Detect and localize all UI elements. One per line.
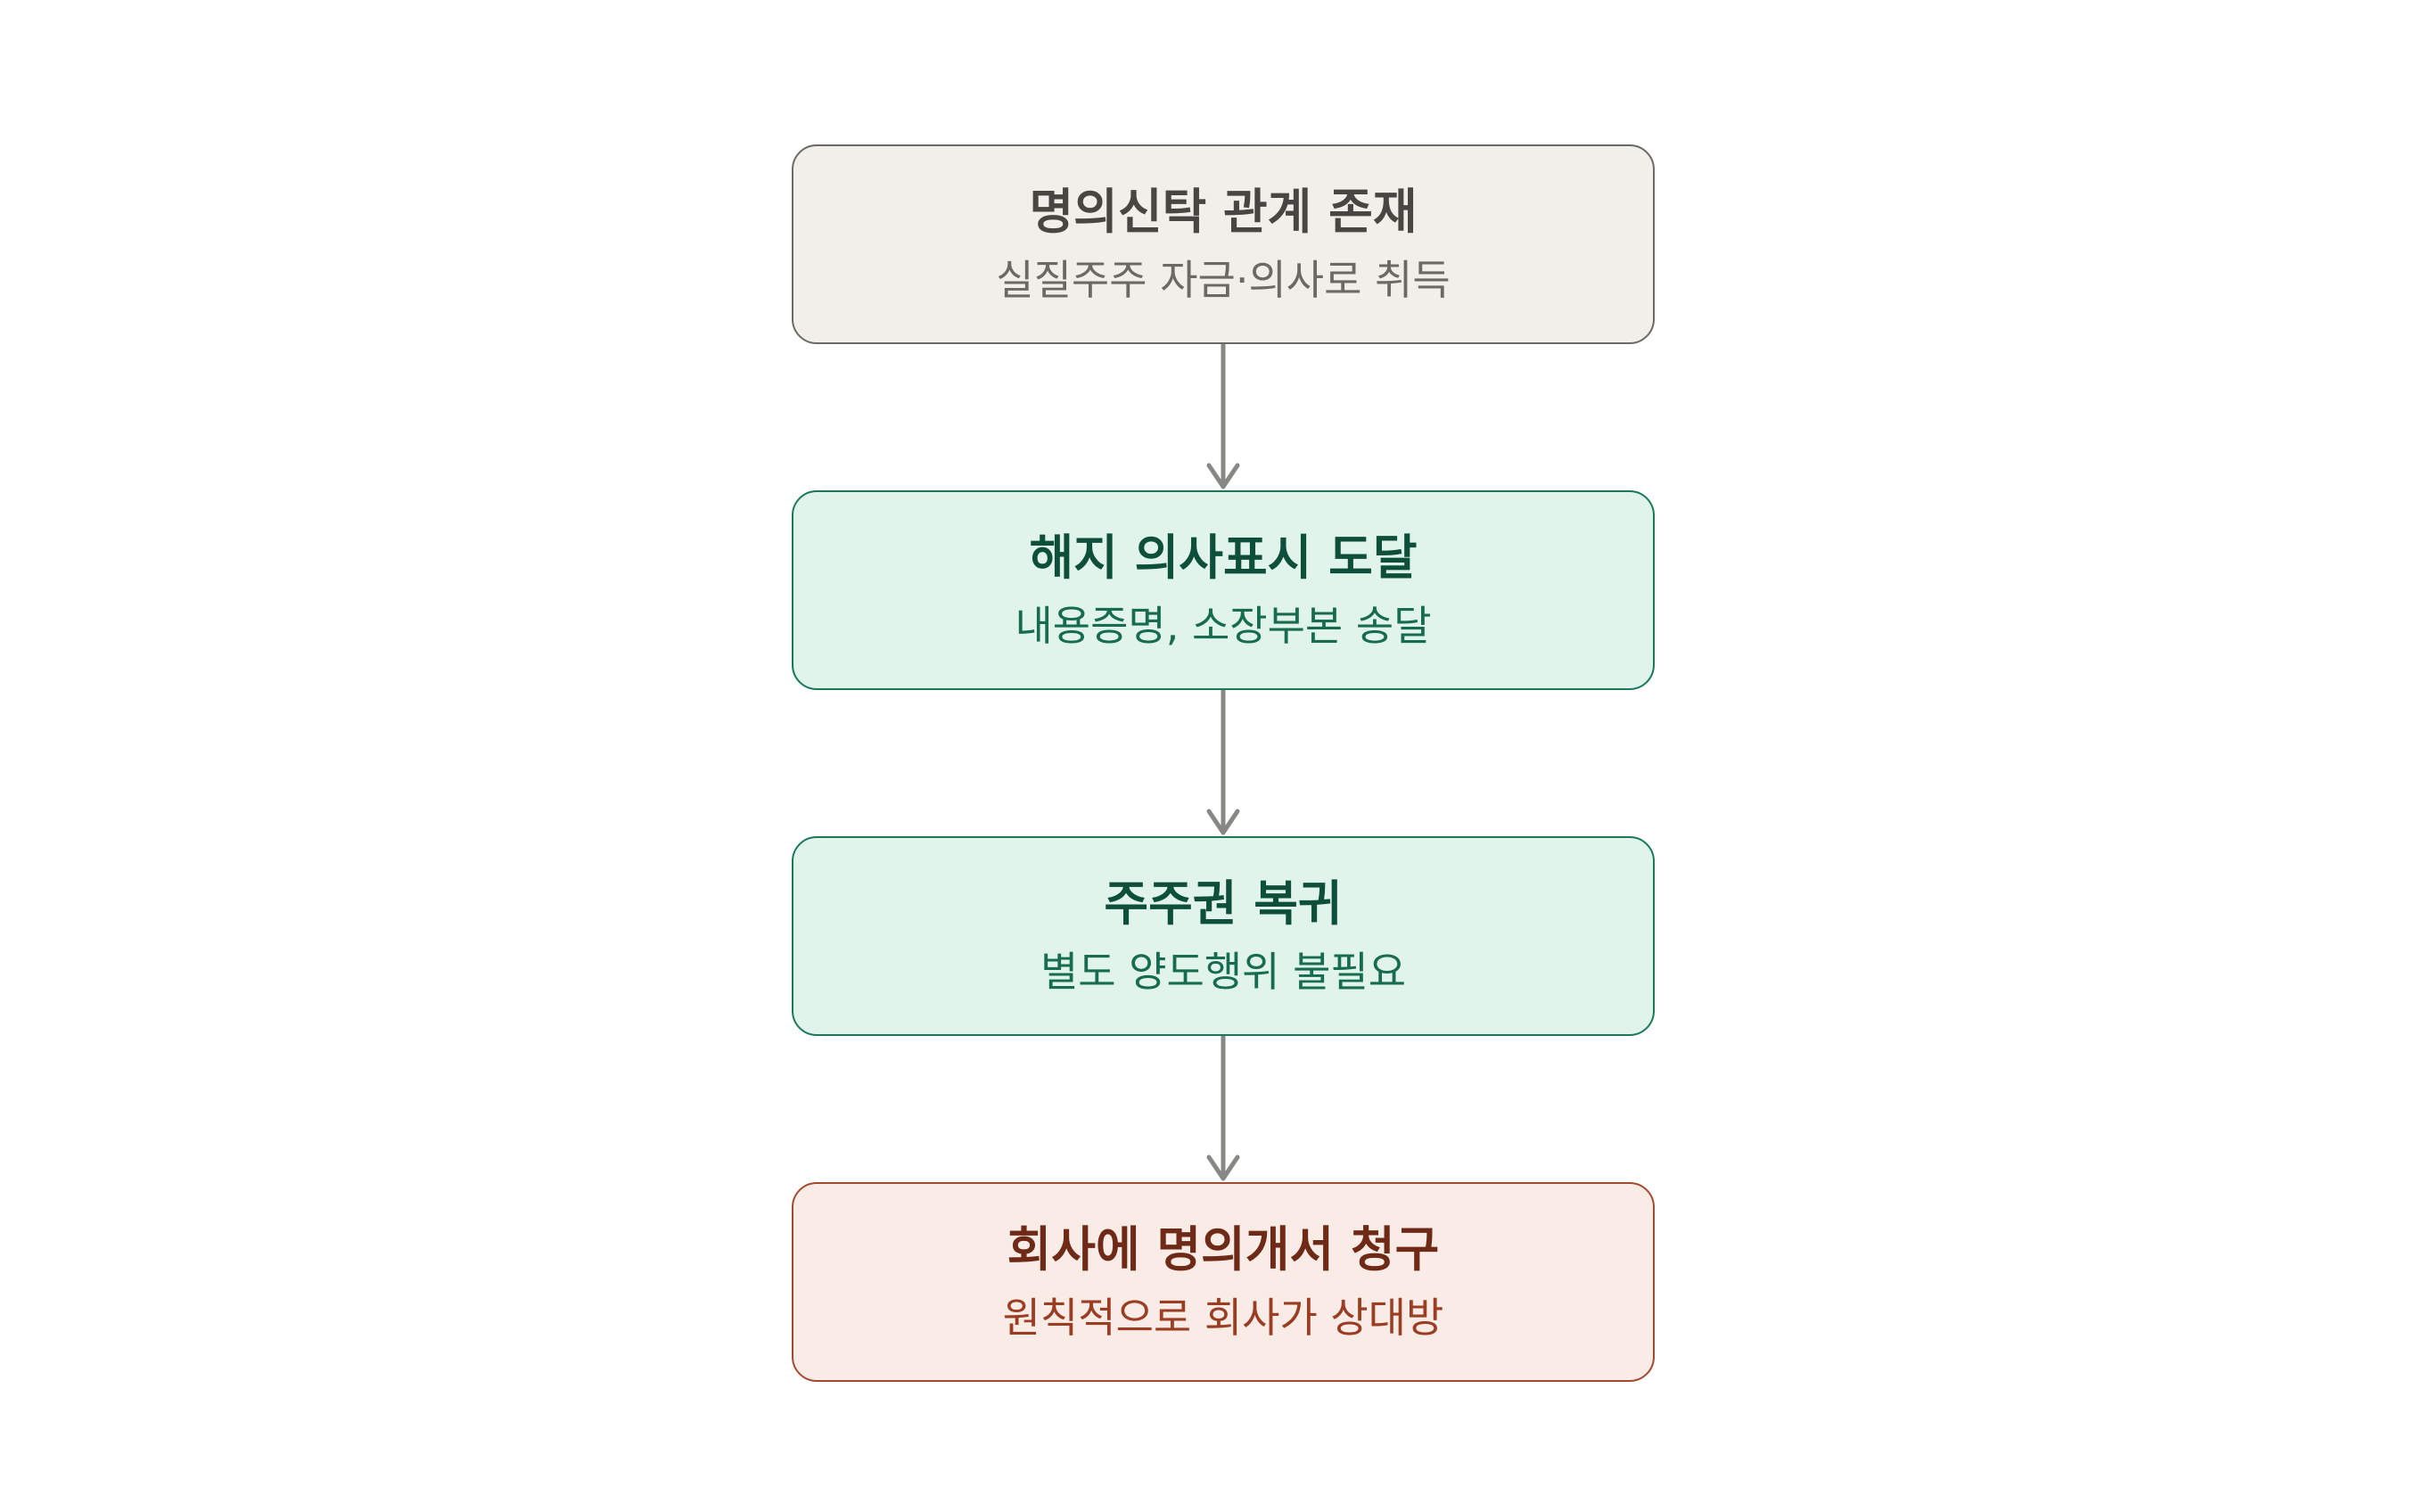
step-title: 해지 의사표시 도달 xyxy=(1029,530,1418,586)
step-title: 주주권 복귀 xyxy=(1104,875,1343,932)
connector-3-to-4 xyxy=(1206,1036,1240,1181)
step-nominee-trust-exists: 명의신탁 관계 존재 실질주주 자금·의사로 취득 xyxy=(792,144,1655,344)
step-subtitle: 원칙적으로 회사가 상대방 xyxy=(1002,1293,1444,1342)
arrow-down-icon xyxy=(1206,463,1240,489)
connector-2-to-3 xyxy=(1206,690,1240,835)
step-title: 회사에 명의개서 청구 xyxy=(1007,1221,1440,1278)
arrow-down-icon xyxy=(1206,809,1240,835)
step-subtitle: 실질주주 자금·의사로 취득 xyxy=(996,255,1451,304)
step-title: 명의신탁 관계 존재 xyxy=(1029,184,1418,240)
connector-1-to-2 xyxy=(1206,344,1240,489)
step-subtitle: 내용증명, 소장부본 송달 xyxy=(1015,601,1432,650)
step-shareholder-rights-return: 주주권 복귀 별도 양도행위 불필요 xyxy=(792,836,1655,1036)
arrow-down-icon xyxy=(1206,1155,1240,1181)
step-termination-notice: 해지 의사표시 도달 내용증명, 소장부본 송달 xyxy=(792,490,1655,690)
step-transfer-registration-claim: 회사에 명의개서 청구 원칙적으로 회사가 상대방 xyxy=(792,1182,1655,1382)
step-subtitle: 별도 양도행위 불필요 xyxy=(1040,947,1407,996)
